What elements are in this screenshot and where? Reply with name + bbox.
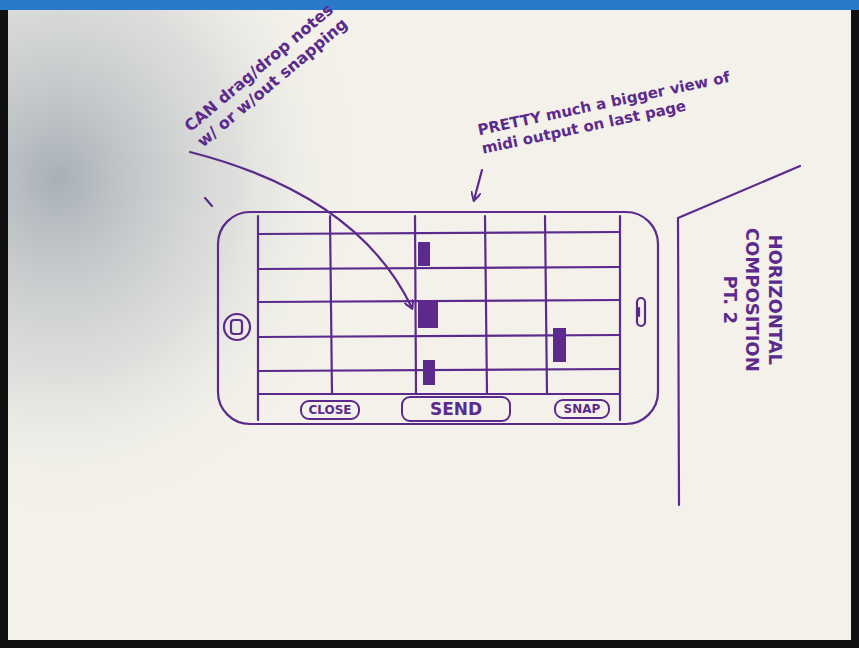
button-label: SEND — [430, 399, 482, 419]
phone-button: SNAP — [554, 399, 610, 419]
phone-button: SEND — [401, 396, 511, 422]
phone-button: CLOSE — [300, 400, 360, 420]
phone-sketch — [218, 212, 658, 424]
leader-lines — [190, 152, 800, 505]
page-title: HORIZONTAL COMPOSITION PT. 2 — [718, 225, 786, 375]
button-label: CLOSE — [308, 403, 351, 417]
top-bar — [0, 0, 859, 10]
button-label: SNAP — [564, 402, 601, 416]
whiteboard — [8, 10, 851, 640]
note-blocks — [418, 242, 566, 385]
